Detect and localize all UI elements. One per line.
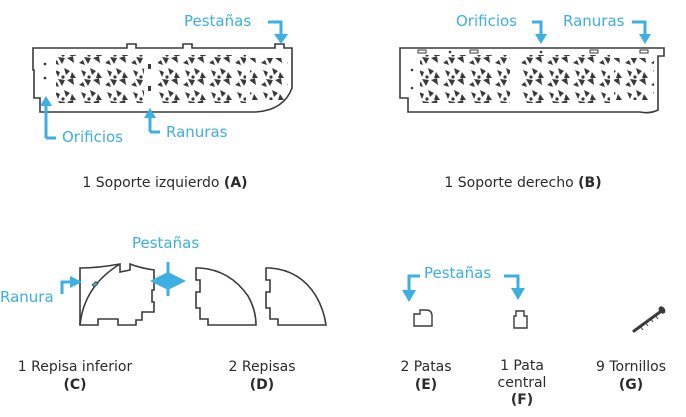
part-g-code: (G) [618, 377, 644, 393]
support-b-slot [469, 49, 479, 54]
support-b-pattern-1 [420, 55, 510, 103]
callout-tabs-a: Pestañas [184, 12, 252, 30]
caption-part-b: 1 Soporte derecho (B) [416, 174, 630, 192]
part-d-label: 2 Repisas [228, 359, 296, 375]
support-a-hole [43, 62, 47, 66]
support-a-hole [43, 76, 47, 80]
callout-holes-b: Orificios [456, 12, 517, 30]
part-a-label: 1 Soporte izquierdo [82, 175, 220, 191]
shelf-c-arrowhead [70, 276, 82, 288]
callout-slots-a: Ranuras [166, 123, 228, 141]
bottom-shelf-c [79, 262, 155, 326]
callout-holes-a: Orificios [62, 128, 123, 146]
part-b-label: 1 Soporte derecho [444, 175, 574, 191]
part-a-code: (A) [223, 175, 248, 191]
support-b-hole [410, 68, 414, 72]
support-a-pattern-2 [158, 55, 246, 103]
callout-tabs-cd: Pestañas [132, 234, 200, 252]
part-b-code: (B) [578, 175, 602, 191]
screw-g [632, 306, 666, 333]
support-b-hole [410, 86, 414, 90]
support-a-pattern-3 [250, 58, 288, 100]
support-a-arrowheads [40, 34, 288, 118]
shelf-d-2 [265, 267, 327, 326]
callout-slots-b: Ranuras [563, 12, 625, 30]
leg-f [513, 310, 528, 329]
caption-part-f: 1 Pata central (F) [490, 358, 554, 409]
caption-part-g: 9 Tornillos (G) [576, 358, 686, 394]
support-b-pattern-2 [520, 55, 610, 103]
caption-part-e: 2 Patas (E) [376, 358, 476, 394]
shelf-c-slot [91, 280, 99, 288]
support-b-pattern-3 [614, 58, 654, 100]
support-b-slot [417, 49, 427, 54]
leg-e [413, 309, 433, 327]
part-c-code: (C) [63, 377, 87, 393]
callout-tabs-e: Pestañas [424, 264, 492, 282]
support-b-arrowheads [535, 34, 651, 44]
part-f-code: (F) [510, 392, 534, 408]
left-support-a [32, 43, 293, 113]
part-d-code: (D) [249, 377, 275, 393]
caption-part-a: 1 Soporte izquierdo (A) [60, 174, 270, 192]
part-g-label: 9 Tornillos [595, 359, 666, 375]
part-c-label: 1 Repisa inferior [17, 359, 133, 375]
support-a-slot [148, 86, 151, 91]
callout-slot-c: Ranura [0, 288, 54, 306]
support-a-callout-arrows [44, 20, 283, 140]
cd-tabs-callout [150, 262, 186, 296]
legs-callout-arrows [407, 274, 520, 292]
support-b-hole [539, 50, 543, 54]
part-e-label: 2 Patas [400, 359, 452, 375]
caption-part-c: 1 Repisa inferior (C) [0, 358, 150, 394]
right-support-b [399, 47, 665, 114]
part-f-label: 1 Pata central [497, 358, 547, 391]
part-e-code: (E) [414, 377, 438, 393]
support-b-hole [448, 50, 452, 54]
shelf-c-outline [79, 262, 155, 326]
support-a-slot [148, 64, 151, 69]
support-b-slot [589, 49, 599, 54]
shelf-d-1 [195, 267, 257, 326]
shelf-c-callout-arrow [60, 280, 72, 294]
legs-arrowheads [402, 288, 525, 302]
support-a-pattern-1 [56, 55, 144, 103]
caption-part-d: 2 Repisas (D) [202, 358, 322, 394]
support-b-callout-arrows [532, 20, 647, 36]
support-b-slot [639, 49, 649, 54]
